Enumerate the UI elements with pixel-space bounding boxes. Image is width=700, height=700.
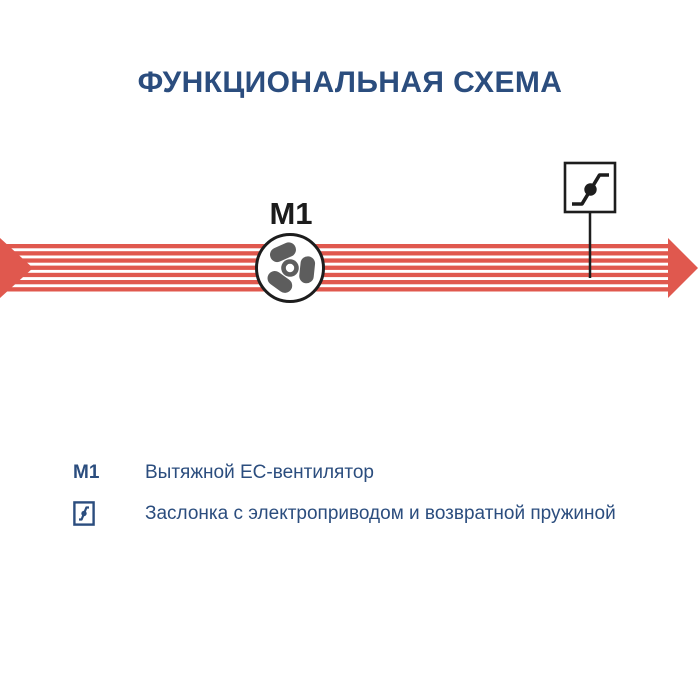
damper-legend-icon: [73, 501, 95, 526]
damper-symbol: [563, 161, 617, 214]
fan-propeller-icon: [267, 242, 316, 293]
airflow-arrow-right: [668, 238, 698, 298]
page-title: ФУНКЦИОНАЛЬНАЯ СХЕМА: [137, 66, 563, 99]
legend-row-damper: Заслонка с электроприводом и возвратной …: [73, 501, 633, 526]
legend-row-fan: M1 Вытяжной EC-вентилятор: [73, 460, 633, 485]
legend-description-fan: Вытяжной EC-вентилятор: [145, 461, 374, 483]
legend: M1 Вытяжной EC-вентилятор Заслонка с эле…: [73, 460, 633, 542]
legend-description-damper: Заслонка с электроприводом и возвратной …: [145, 502, 616, 524]
legend-key-fan: M1: [73, 461, 100, 483]
fan-symbol: M1: [255, 196, 325, 303]
legend-key-col: M1: [73, 462, 145, 484]
legend-key-col: [73, 501, 145, 526]
airflow-arrow-left: [0, 238, 33, 298]
damper-pivot-dot: [584, 183, 597, 196]
fan-label: M1: [269, 196, 312, 231]
duct-lines: [0, 244, 670, 292]
